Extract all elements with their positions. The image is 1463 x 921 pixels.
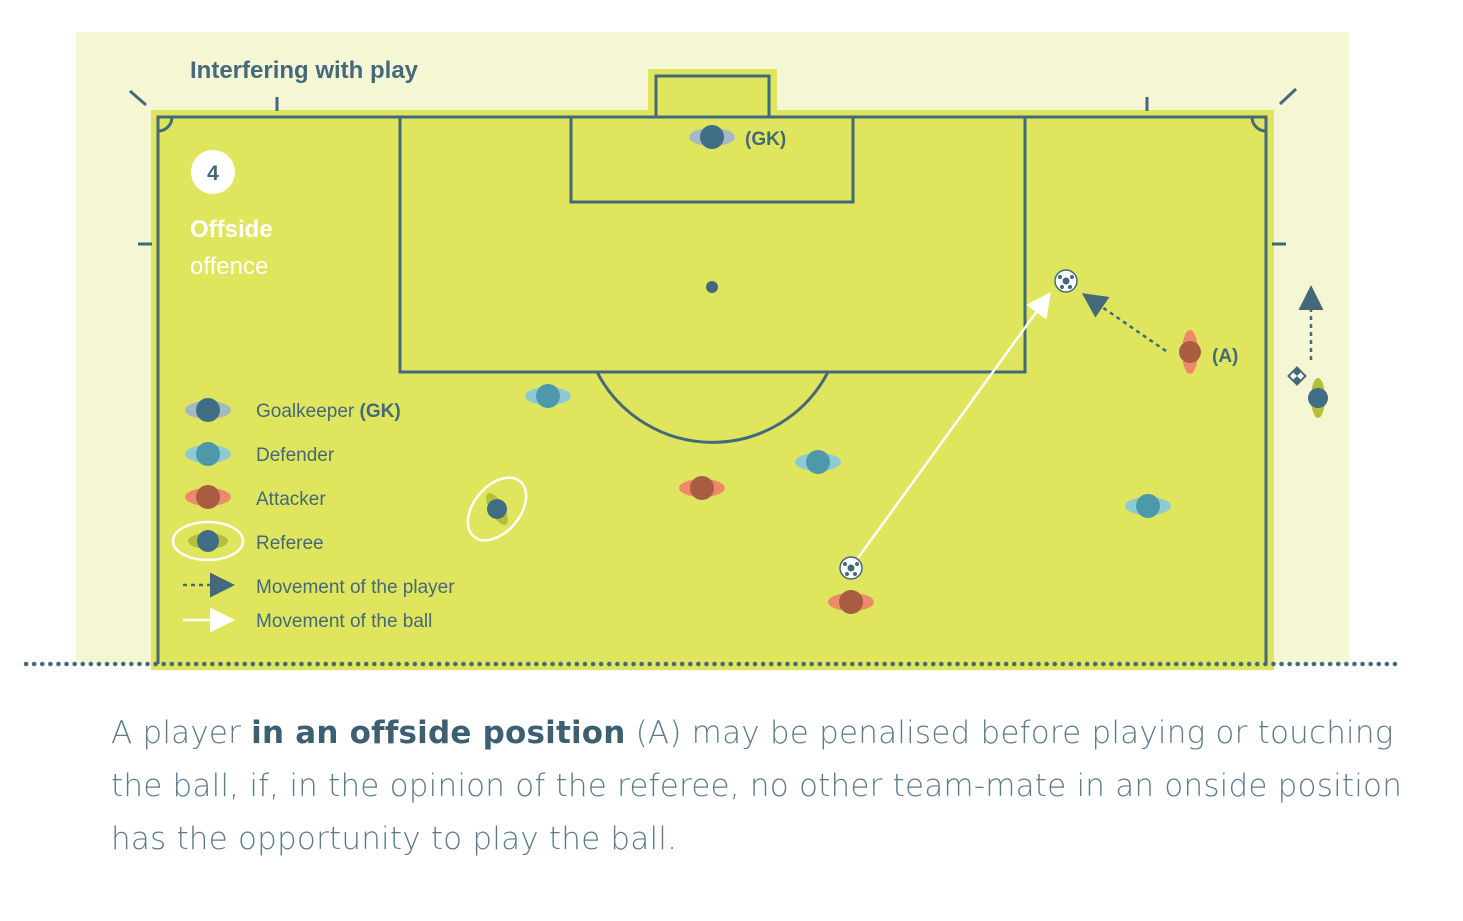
legend-label: Goalkeeper (GK) <box>256 401 401 422</box>
referee-player <box>466 476 528 542</box>
corner-arc-right <box>1250 116 1267 133</box>
attacker-icon <box>185 485 231 509</box>
offside-diagram: Interfering with play 4 Offside offence … <box>23 57 1401 670</box>
attacker-a-player <box>1179 330 1201 374</box>
legend-label: Movement of the player <box>256 577 455 598</box>
attacker-player <box>679 476 725 500</box>
referee-icon <box>171 520 245 562</box>
penalty-spot <box>706 281 718 293</box>
goal-area <box>569 115 855 204</box>
step-number: 4 <box>207 162 219 185</box>
goalkeeper-player <box>689 125 735 149</box>
legend-label: Movement of the ball <box>256 611 432 632</box>
flag-icon <box>1287 366 1307 386</box>
legend-label: Referee <box>256 533 324 554</box>
defender-icon <box>185 442 231 466</box>
diagram-title: Interfering with play <box>190 57 419 84</box>
legend-label: Defender <box>256 445 335 466</box>
ball-icon <box>1054 269 1078 293</box>
attacker-a-label: (A) <box>1212 346 1238 367</box>
goalkeeper-label: (GK) <box>745 129 786 150</box>
defender-player <box>795 450 841 474</box>
ball-icon <box>839 556 863 580</box>
caption-text: A player in an offside position (A) may … <box>111 715 1403 857</box>
attacker-player <box>828 590 874 614</box>
mark-left-diag <box>129 89 147 107</box>
section-title: Offside <box>190 216 273 243</box>
step-badge <box>191 150 235 194</box>
legend: Goalkeeper (GK) Defender Attacker Refere… <box>171 398 455 633</box>
mark-right-diag <box>1278 87 1298 106</box>
ball-movement-arrow <box>856 291 1051 559</box>
legend-label: Attacker <box>256 489 326 510</box>
goalkeeper-icon <box>185 398 231 422</box>
section-subtitle: offence <box>190 253 268 280</box>
player-movement-arrow <box>1081 293 1167 353</box>
defender-player <box>1125 494 1171 518</box>
corner-arc-left <box>157 116 174 133</box>
penalty-arc <box>595 371 830 444</box>
assistant-referee <box>1308 378 1328 418</box>
pitch-markings <box>129 74 1298 664</box>
defender-player <box>525 384 571 408</box>
